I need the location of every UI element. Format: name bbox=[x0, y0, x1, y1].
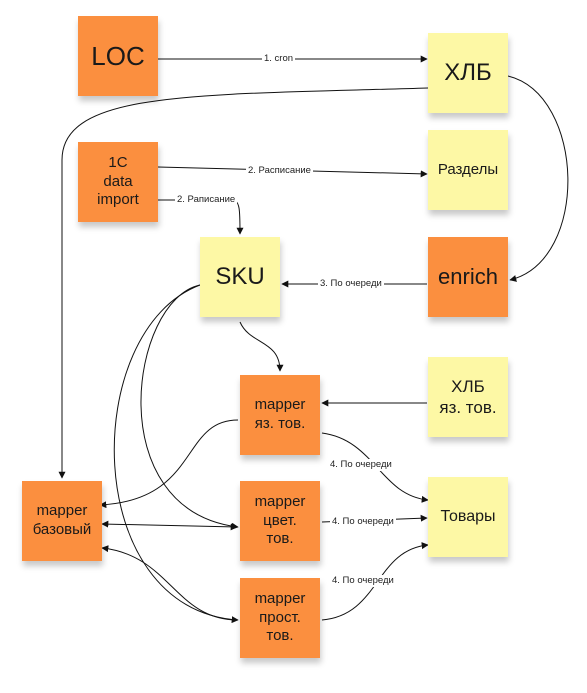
node-tovary-label: Товары bbox=[440, 508, 496, 525]
label-schedule: 2. Расписание bbox=[246, 165, 313, 177]
node-tovary[interactable]: Товары bbox=[428, 477, 508, 557]
edge-hlb-to-mapper-base bbox=[58, 87, 429, 479]
node-enrich[interactable]: enrich bbox=[428, 237, 508, 317]
node-mapper-simple[interactable]: mapper прост. тов. bbox=[240, 578, 320, 658]
edge-sku-to-mapper-lang bbox=[239, 321, 284, 372]
node-loc[interactable]: LOC bbox=[78, 16, 158, 96]
node-mapper-lang[interactable]: mapper яз. тов. bbox=[240, 375, 320, 455]
node-enrich-label: enrich bbox=[438, 264, 498, 290]
edge-hlb-to-enrich bbox=[507, 75, 569, 282]
node-razdely[interactable]: Разделы bbox=[428, 130, 508, 210]
node-1c-import[interactable]: 1C data import bbox=[78, 142, 158, 222]
node-mapper-simple-label: mapper прост. тов. bbox=[254, 589, 306, 645]
node-hlb-lang[interactable]: ХЛБ яз. тов. bbox=[428, 357, 508, 437]
edge-mapper-simple-to-base bbox=[101, 545, 239, 621]
edge-mapper-color-base bbox=[101, 520, 238, 531]
node-sku[interactable]: SKU bbox=[200, 237, 280, 317]
edge-sku-to-mapper-color bbox=[140, 284, 239, 530]
node-1c-import-label: 1C data import bbox=[97, 153, 139, 209]
node-razdely-label: Разделы bbox=[437, 160, 499, 178]
label-schedule-typo: 2. Раписание bbox=[175, 194, 238, 206]
label-queue-lang: 4. По очереди bbox=[328, 459, 394, 471]
label-queue-color: 4. По очереди bbox=[330, 516, 396, 528]
node-mapper-color[interactable]: mapper цвет. тов. bbox=[240, 481, 320, 561]
label-queue-enrich: 3. По очереди bbox=[318, 278, 384, 290]
label-cron: 1. cron bbox=[262, 53, 296, 65]
node-mapper-lang-label: mapper яз. тов. bbox=[254, 396, 306, 432]
node-mapper-base[interactable]: mapper базовый bbox=[22, 481, 102, 561]
node-hlb-lang-label: ХЛБ яз. тов. bbox=[439, 376, 497, 417]
label-queue-simple: 4. По очереди bbox=[330, 575, 396, 587]
node-hlb-label: ХЛБ bbox=[444, 59, 492, 86]
node-mapper-base-label: mapper базовый bbox=[32, 502, 92, 538]
edge-sku-to-mapper-simple bbox=[113, 284, 239, 624]
node-mapper-color-label: mapper цвет. тов. bbox=[254, 492, 306, 548]
node-loc-label: LOC bbox=[91, 40, 145, 71]
node-hlb[interactable]: ХЛБ bbox=[428, 33, 508, 113]
edge-mapper-lang-to-base bbox=[99, 419, 239, 509]
node-sku-label: SKU bbox=[215, 263, 265, 290]
